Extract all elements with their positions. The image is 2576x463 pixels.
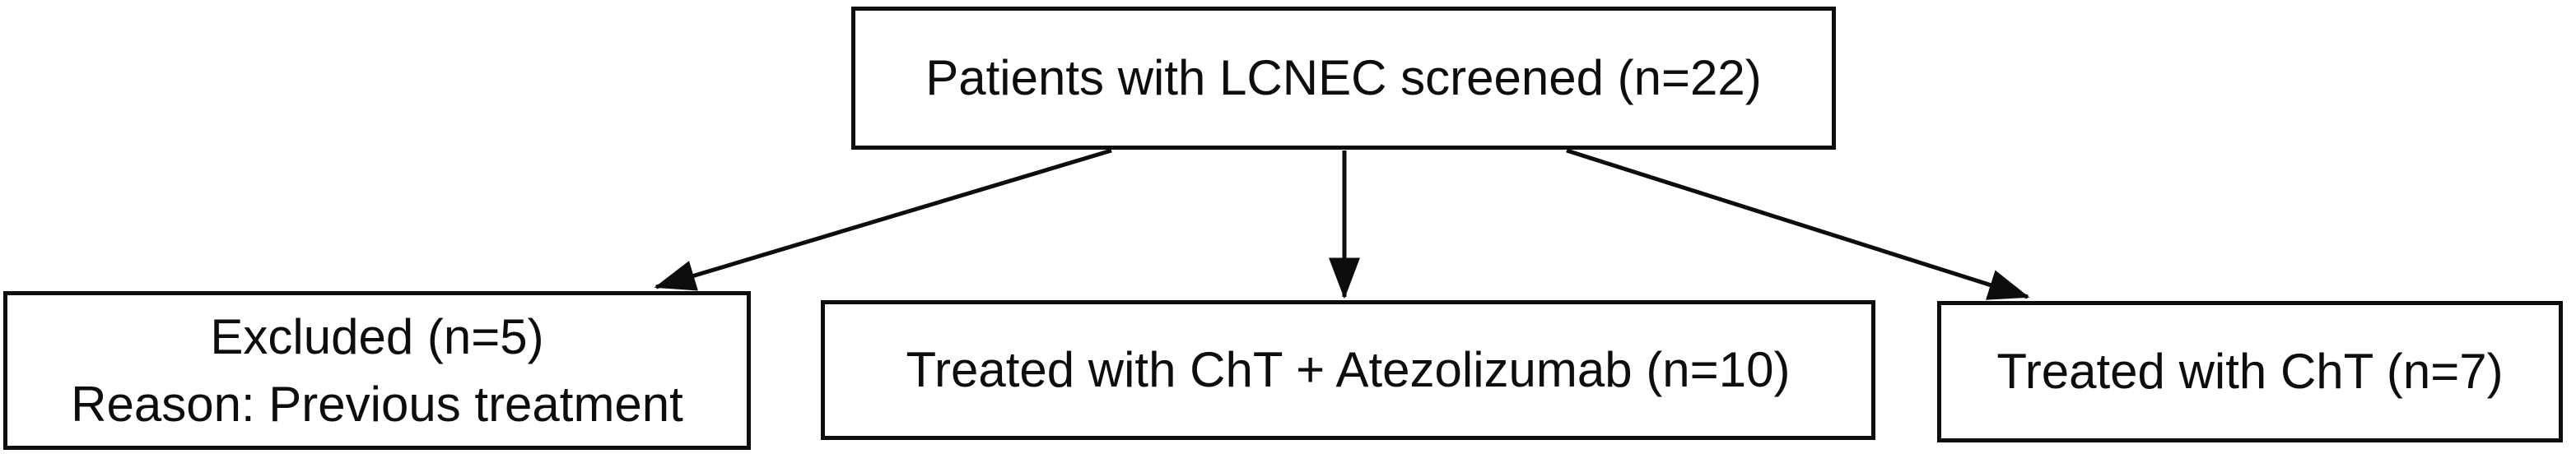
box-treated-cht: Treated with ChT (n=7) bbox=[1937, 301, 2563, 442]
box-screened-label: Patients with LCNEC screened (n=22) bbox=[925, 50, 1762, 106]
box-excluded-line2: Reason: Previous treatment bbox=[71, 376, 683, 432]
arrow-screened-to-cht-only bbox=[1566, 148, 2030, 300]
box-excluded: Excluded (n=5) Reason: Previous treatmen… bbox=[3, 291, 751, 450]
box-screened: Patients with LCNEC screened (n=22) bbox=[851, 7, 1836, 150]
box-treated-cht-atezolizumab-label: Treated with ChT + Atezolizumab (n=10) bbox=[906, 342, 1791, 398]
box-treated-cht-label: Treated with ChT (n=7) bbox=[1996, 344, 2504, 400]
box-excluded-line1: Excluded (n=5) bbox=[210, 308, 544, 364]
arrow-screened-to-excluded bbox=[654, 148, 1112, 291]
box-treated-cht-atezolizumab: Treated with ChT + Atezolizumab (n=10) bbox=[821, 300, 1875, 440]
